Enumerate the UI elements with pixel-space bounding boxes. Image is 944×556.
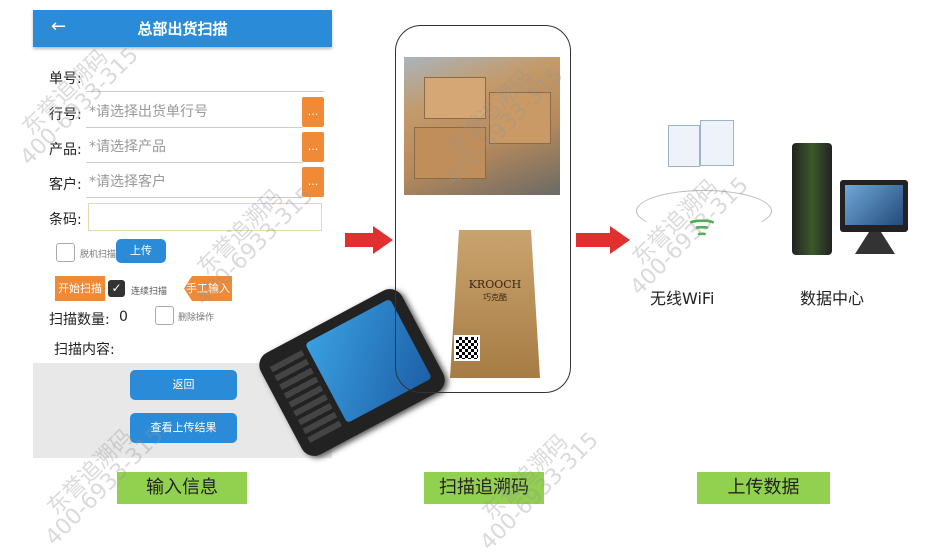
offline-scan-checkbox[interactable] [56, 243, 75, 262]
barcode-label: 条码: [49, 212, 82, 228]
upload-button[interactable]: 上传 [116, 239, 166, 263]
qr-code-icon [454, 335, 480, 361]
page-title: 总部出货扫描 [137, 20, 228, 38]
document-icon [668, 125, 700, 167]
customer-input[interactable]: *请选择客户 [86, 167, 303, 198]
delete-op-label: 删除操作 [178, 313, 215, 323]
view-upload-button[interactable]: 查看上传结果 [130, 413, 237, 443]
scan-count-value: 0 [119, 309, 128, 325]
step-upload-data: 上传数据 [697, 472, 830, 504]
barcode-input[interactable] [88, 203, 322, 231]
product-brand: KROOCH [468, 278, 522, 291]
wifi-antenna-icon: ᯤ [688, 208, 716, 243]
return-button[interactable]: 返回 [130, 370, 237, 400]
product-sub: 巧克酷 [483, 293, 507, 302]
product-picker-button[interactable]: ... [302, 132, 324, 162]
product-package: KROOCH 巧克酷 [450, 230, 540, 378]
step-scan-code: 扫描追溯码 [424, 472, 544, 504]
app-header: ← 总部出货扫描 [33, 10, 332, 47]
wifi-range-arc [636, 190, 772, 232]
delete-op-checkbox[interactable] [155, 306, 174, 325]
divider [86, 91, 324, 92]
datacenter-label: 数据中心 [800, 289, 865, 308]
step-input-info: 输入信息 [117, 472, 247, 504]
server-tower-icon [792, 143, 832, 255]
monitor-icon [840, 180, 908, 232]
monitor-stand [855, 232, 895, 254]
order-label: 单号: [49, 71, 82, 87]
customer-label: 客户: [49, 177, 82, 193]
product-input[interactable]: *请选择产品 [86, 132, 303, 163]
customer-picker-button[interactable]: ... [302, 167, 324, 197]
arrow-head-icon [610, 226, 630, 254]
start-scan-button[interactable]: 开始扫描 [55, 276, 105, 301]
line-label: 行号: [49, 107, 82, 123]
arrow-left-icon[interactable]: ← [51, 16, 67, 37]
arrow-right-icon [576, 233, 610, 247]
line-picker-button[interactable]: ... [302, 97, 324, 127]
cartons-photo [404, 57, 560, 195]
manual-input-button[interactable]: 手工输入 [184, 276, 232, 301]
scan-content-label: 扫描内容: [54, 342, 115, 358]
arrow-head-icon [373, 226, 393, 254]
document-icon [700, 120, 734, 166]
continuous-scan-checkbox[interactable]: ✓ [108, 280, 125, 297]
product-label: 产品: [49, 142, 82, 158]
continuous-scan-label: 连续扫描 [131, 287, 168, 297]
arrow-right-icon [345, 233, 373, 247]
scan-count-label: 扫描数量: [49, 312, 110, 328]
line-input[interactable]: *请选择出货单行号 [86, 97, 303, 128]
wifi-label: 无线WiFi [650, 289, 715, 308]
offline-scan-label: 脱机扫描 [80, 250, 117, 260]
scan-frame [395, 25, 571, 393]
